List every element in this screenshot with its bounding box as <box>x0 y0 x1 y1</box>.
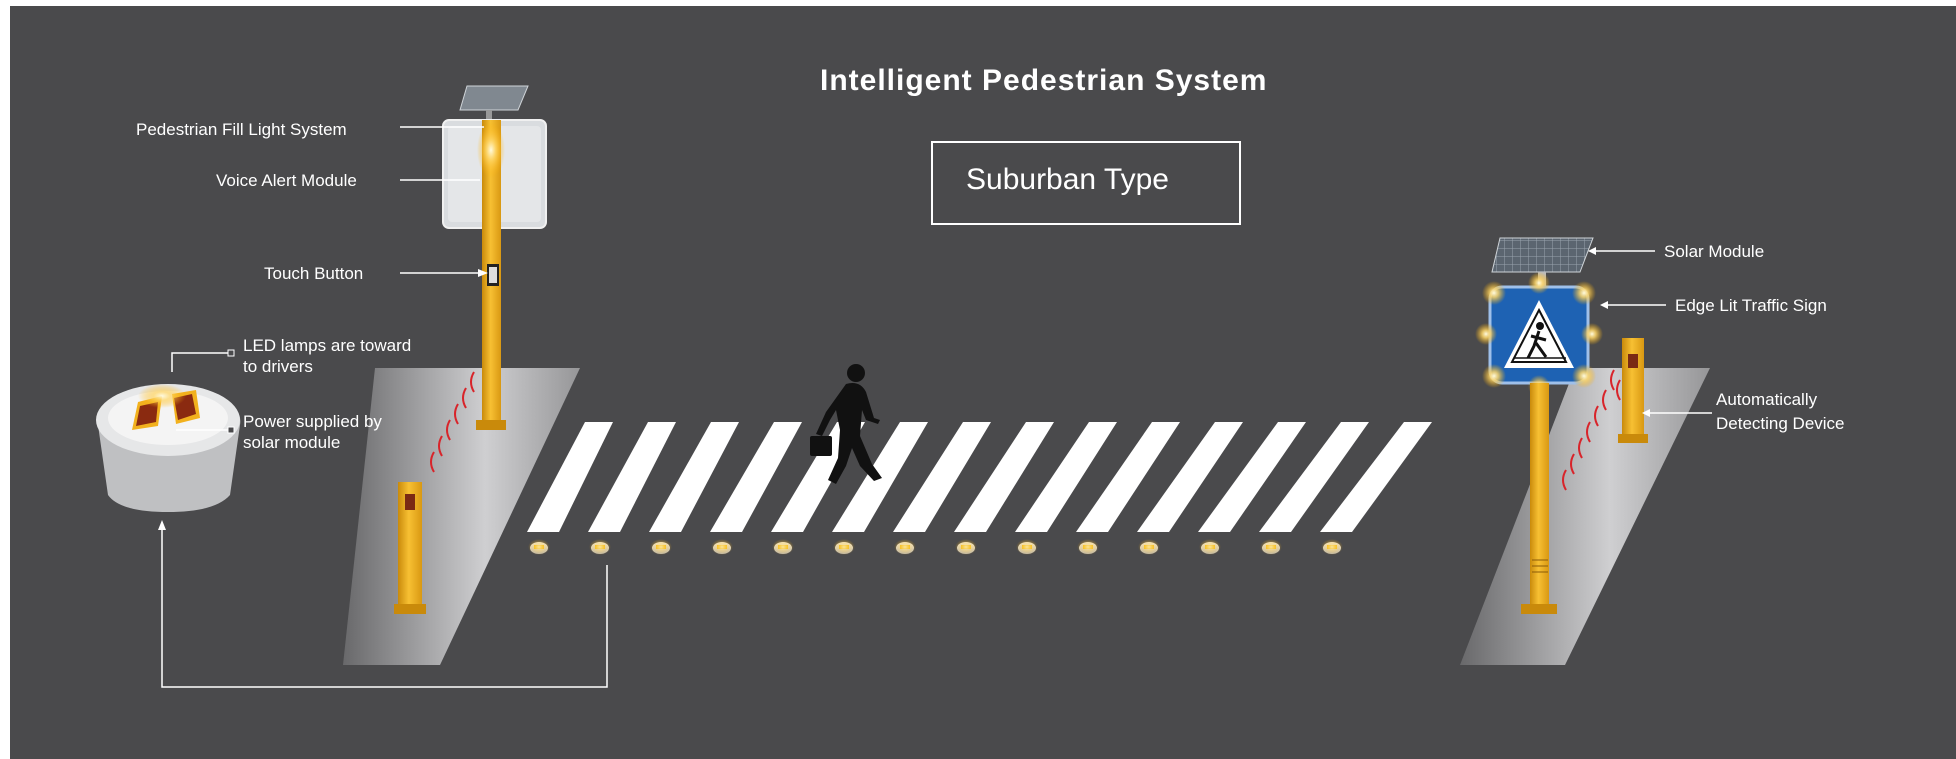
road-stud <box>1260 539 1282 555</box>
road-stud <box>1138 539 1160 555</box>
road-stud <box>772 539 794 555</box>
road-stud <box>711 539 733 555</box>
crosswalk-stripe <box>1015 422 1117 532</box>
crosswalk-stripe <box>954 422 1054 532</box>
crosswalk-stripe <box>1076 422 1180 532</box>
label-solar-module: Solar Module <box>1664 242 1765 261</box>
road-stud <box>1077 539 1099 555</box>
road-stud <box>894 539 916 555</box>
label-power-line2: solar module <box>243 433 341 452</box>
label-led-lamps-line2: to drivers <box>243 357 313 376</box>
road-stud <box>1199 539 1221 555</box>
left-detector-post <box>394 482 426 614</box>
crosswalk-stripe <box>893 422 991 532</box>
crosswalk-stripe <box>588 422 676 532</box>
label-fill-light: Pedestrian Fill Light System <box>136 120 347 139</box>
road-stud <box>833 539 855 555</box>
road-stud-detail <box>96 384 241 512</box>
crosswalk-stripe <box>649 422 739 532</box>
crosswalk-stripe <box>1320 422 1432 532</box>
crosswalk-stripe <box>1137 422 1243 532</box>
road-stud <box>589 539 611 555</box>
road-stud <box>528 539 550 555</box>
label-voice-alert: Voice Alert Module <box>216 171 357 190</box>
label-led-lamps-line1: LED lamps are toward <box>243 336 412 355</box>
subtitle-box <box>931 141 1241 225</box>
crosswalk-stripe <box>527 422 613 532</box>
label-power-line1: Power supplied by <box>243 412 382 431</box>
road-stud <box>1016 539 1038 555</box>
road-stud <box>650 539 672 555</box>
pedestrian-icon <box>810 364 882 484</box>
label-touch-button: Touch Button <box>264 264 364 283</box>
right-detector-post <box>1610 338 1648 443</box>
crosswalk-stripe <box>1259 422 1369 532</box>
road-stud <box>1321 539 1343 555</box>
right-pole-assembly <box>1475 237 1607 614</box>
label-auto-detect-line2: Detecting Device <box>1716 414 1845 433</box>
left-pole-assembly <box>430 85 547 473</box>
crosswalk-stripe <box>1198 422 1306 532</box>
label-edge-lit-sign: Edge Lit Traffic Sign <box>1675 296 1827 315</box>
subtitle-label: Suburban Type <box>966 163 1169 196</box>
page-title: Intelligent Pedestrian System <box>820 64 1268 97</box>
crosswalk-stripe <box>710 422 802 532</box>
label-auto-detect-line1: Automatically <box>1716 390 1818 409</box>
connector-lines <box>158 126 1712 688</box>
road-stud <box>955 539 977 555</box>
